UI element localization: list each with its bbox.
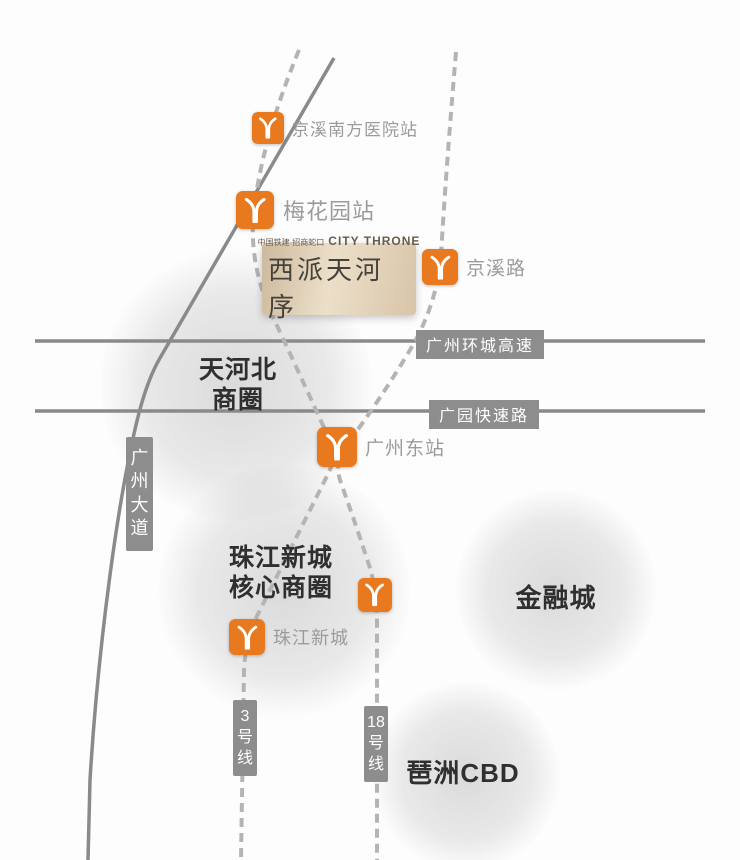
project-logo: 中国铁建·招商蛇口 CITY THRONE 西派天河序 [258, 234, 420, 322]
station-label: 珠江新城 [273, 628, 349, 648]
project-name: 西派天河序 [268, 255, 385, 322]
metro-line-3-track [239, 49, 335, 860]
ring-expressway-badge: 广州环城高速 [416, 330, 545, 359]
project-brand-prefix: 中国铁建·招商蛇口 [257, 238, 325, 247]
guangzhou-metro-icon [252, 112, 284, 144]
project-brand-line: 中国铁建·招商蛇口 CITY THRONE [258, 234, 421, 248]
guangyuan-expressway-badge: 广园快速路 [429, 400, 540, 429]
line-3-badge: 3号线 [233, 700, 257, 777]
guangzhou-metro-icon [236, 191, 274, 229]
project-brand-en: CITY THRONE [328, 234, 421, 248]
district-zhujiang-line2: 核心商圈 [228, 573, 334, 602]
station-label: 梅花园站 [283, 199, 376, 224]
line-18-badge: 18号线 [364, 706, 388, 783]
district-label-tianhebei: 天河北 商圈 [199, 356, 277, 415]
guangzhou-avenue-road [86, 57, 336, 860]
district-label-zhujiang: 珠江新城 核心商圈 [229, 544, 333, 603]
station-label: 京溪南方医院站 [292, 120, 418, 140]
guangzhou-metro-icon [358, 578, 392, 612]
district-zhujiang-line1: 珠江新城 [228, 544, 334, 572]
station-label: 广州东站 [365, 438, 446, 460]
metro-line-18-track [336, 51, 458, 860]
station-label: 京溪路 [466, 258, 527, 280]
district-tianhebei-line1: 天河北 [198, 356, 278, 384]
district-label-financial-city: 金融城 [515, 583, 597, 613]
blob-pazhou-cbd [372, 682, 560, 860]
district-label-pazhou-cbd: 琶洲CBD [406, 758, 520, 788]
blob-financial-city [456, 490, 656, 690]
guangzhou-metro-icon [229, 619, 265, 655]
guangzhou-avenue-badge: 广州大道 [126, 437, 153, 551]
guangzhou-metro-icon [422, 249, 458, 285]
guangzhou-metro-icon [317, 427, 357, 467]
district-tianhebei-line2: 商圈 [211, 385, 265, 414]
